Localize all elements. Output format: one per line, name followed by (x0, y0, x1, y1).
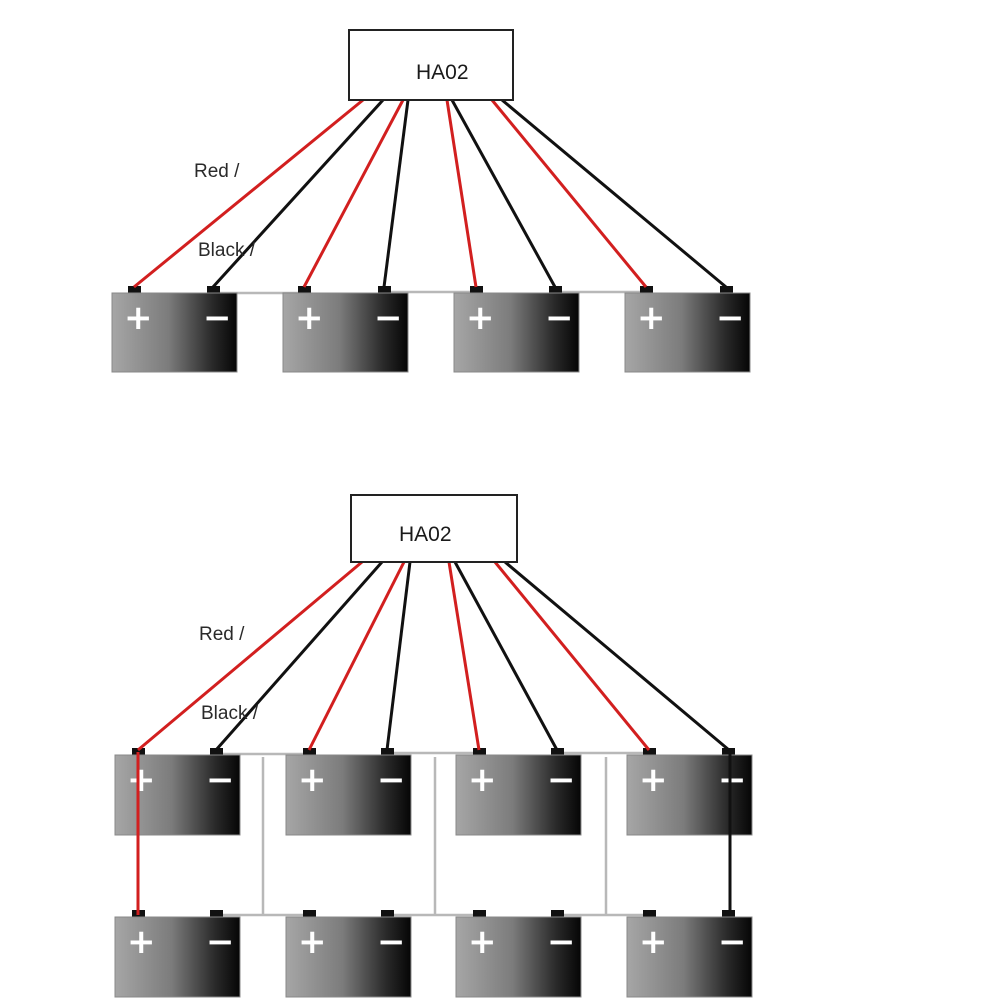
black-wire (385, 561, 412, 751)
terminal-post (303, 748, 316, 756)
battery: + − (626, 910, 753, 998)
battery-body (455, 754, 582, 836)
negative-sign: − (377, 760, 406, 800)
terminal-post (551, 910, 564, 918)
terminal-post (643, 748, 656, 756)
red-wire (133, 98, 364, 289)
battery: + − (114, 748, 241, 836)
negative-sign: − (547, 760, 576, 800)
positive-sign: + (468, 760, 497, 800)
ha02-controller-box (348, 29, 514, 101)
black-wire (211, 98, 385, 289)
terminal-post (210, 748, 223, 756)
terminal-post (303, 910, 316, 918)
red-wire (307, 561, 406, 751)
terminal-post (210, 910, 223, 918)
negative-sign: − (206, 922, 235, 962)
negative-sign: − (374, 298, 403, 338)
negative-sign: − (716, 298, 745, 338)
battery-body (114, 916, 241, 998)
red-wire (447, 561, 481, 751)
battery-body (285, 916, 412, 998)
terminal-post (381, 910, 394, 918)
positive-sign: + (127, 922, 156, 962)
negative-sign: − (547, 922, 576, 962)
negative-sign: − (203, 298, 232, 338)
positive-sign: + (124, 298, 153, 338)
battery: + − (455, 910, 582, 998)
battery: + − (453, 286, 580, 373)
ha02-label: HA02 (416, 61, 469, 84)
battery-body (453, 292, 580, 373)
battery: + − (626, 748, 753, 836)
battery-body (111, 292, 238, 373)
battery: + − (285, 748, 412, 836)
terminal-post (551, 748, 564, 756)
terminal-post (473, 748, 486, 756)
ha02-controller-box (350, 494, 518, 563)
battery-body (282, 292, 409, 373)
terminal-post (643, 910, 656, 918)
red-wire (137, 560, 363, 752)
black-wire (382, 99, 410, 288)
black-wire (450, 99, 557, 288)
terminal-post (378, 286, 391, 294)
positive-sign: + (639, 922, 668, 962)
terminal-post (473, 910, 486, 918)
black-wire-label: Black / (201, 703, 259, 724)
black-wire (504, 560, 730, 752)
bottom-diagram: + − + − + − + − + (114, 494, 753, 998)
negative-sign: − (206, 760, 235, 800)
battery: + − (114, 910, 241, 998)
battery-body (455, 916, 582, 998)
positive-sign: + (298, 760, 327, 800)
terminal-post (298, 286, 311, 294)
red-wire (302, 99, 405, 288)
negative-sign: − (545, 298, 574, 338)
positive-sign: + (637, 298, 666, 338)
ha02-label: HA02 (399, 523, 452, 546)
red-wire (445, 99, 478, 288)
negative-sign: − (718, 760, 747, 800)
battery: + − (455, 748, 582, 836)
negative-sign: − (718, 922, 747, 962)
terminal-post (128, 286, 141, 294)
black-wire (453, 561, 559, 751)
battery-body (114, 754, 241, 836)
positive-sign: + (468, 922, 497, 962)
battery-body (624, 292, 751, 373)
positive-sign: + (295, 298, 324, 338)
positive-sign: + (466, 298, 495, 338)
terminal-post (470, 286, 483, 294)
battery-body (285, 754, 412, 836)
terminal-post (207, 286, 220, 294)
red-wire (493, 561, 651, 751)
battery: + − (111, 286, 238, 373)
positive-sign: + (127, 760, 156, 800)
battery: + − (285, 910, 412, 998)
terminal-post (549, 286, 562, 294)
black-wire (214, 561, 384, 751)
black-wire (501, 98, 727, 289)
battery-body (626, 916, 753, 998)
red-wire-label: Red / (194, 161, 240, 182)
terminal-post (640, 286, 653, 294)
black-wire-label: Black / (198, 240, 256, 261)
terminal-post (720, 286, 733, 294)
negative-sign: − (377, 922, 406, 962)
top-diagram: + − + − + − + − (111, 29, 751, 373)
positive-sign: + (639, 760, 668, 800)
terminal-post (381, 748, 394, 756)
red-wire-label: Red / (199, 624, 245, 645)
battery: + − (624, 286, 751, 373)
positive-sign: + (298, 922, 327, 962)
battery: + − (282, 286, 409, 373)
red-wire (490, 99, 648, 288)
